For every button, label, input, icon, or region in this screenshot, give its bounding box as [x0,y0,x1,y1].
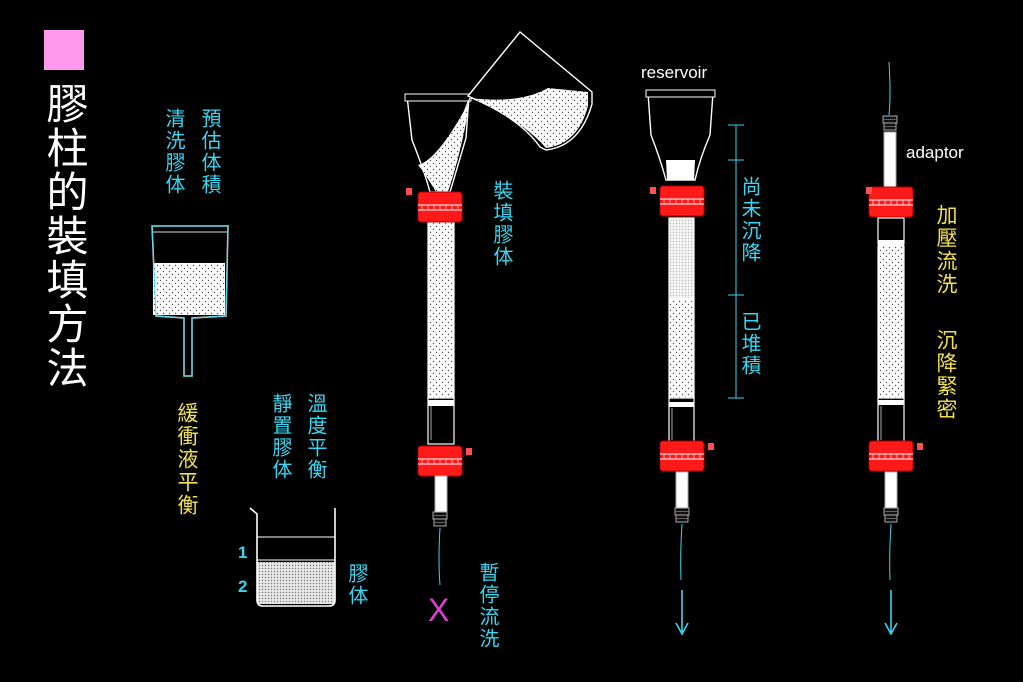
label-buffer-equilibrium: 緩衝液平衡 [175,402,199,517]
column-packing [404,31,593,586]
label-gel: 膠体 [345,563,369,607]
funnel [151,225,229,377]
label-pause-flow: 暫停流洗 [476,562,500,650]
slide-title: 膠柱的裝填方法 [40,82,89,390]
bullet-square [44,30,84,70]
stop-x-mark: X [428,592,450,628]
label-estimate-volume: 預估体積 [198,108,222,196]
label-temp-equilibrium: 溫度平衡 [304,393,328,481]
column-settling [645,89,744,636]
label-pack-gel: 裝填膠体 [490,180,514,268]
column-adaptor [866,61,923,636]
layer-2-label: 2 [238,577,248,596]
label-not-settled: 尚未沉降 [738,176,762,264]
label-wash-gel: 清洗膠体 [162,108,186,196]
label-pressure-wash: 加壓流洗 [934,204,958,296]
label-reservoir: reservoir [641,63,708,82]
label-settle-gel: 靜置膠体 [269,393,293,481]
label-settled: 已堆積 [738,311,762,377]
label-settle-tight: 沉降緊密 [934,329,958,421]
label-adaptor: adaptor [906,143,964,162]
layer-1-label: 1 [238,543,248,562]
beaker [249,507,336,607]
